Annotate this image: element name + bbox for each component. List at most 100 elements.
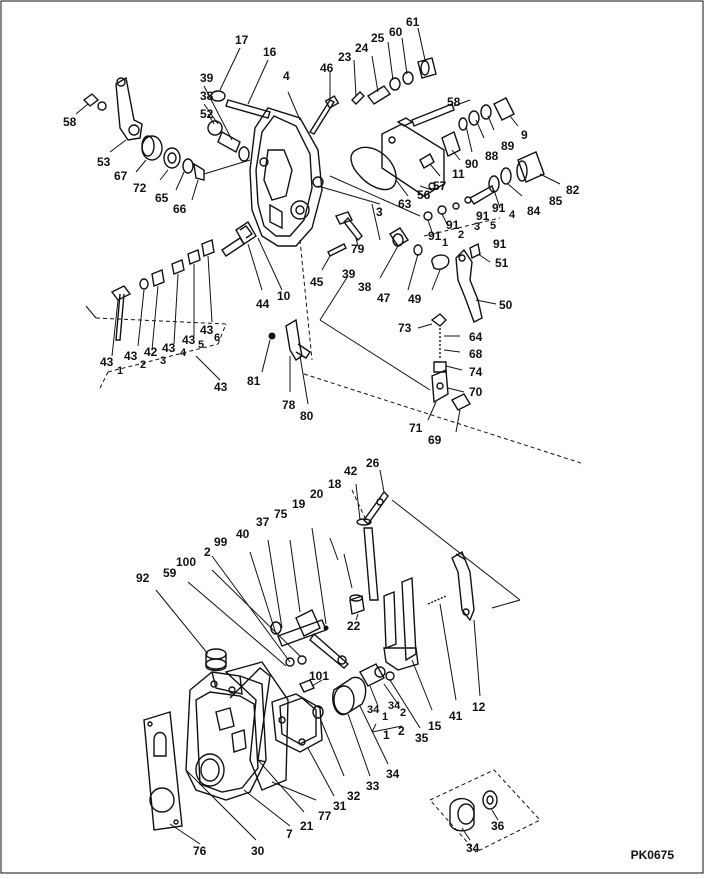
callout-16: 16 [263, 45, 277, 59]
callout-70: 70 [469, 385, 483, 399]
callout-76: 76 [193, 844, 207, 858]
upper-governor-housing [249, 91, 324, 247]
callout-30: 30 [251, 844, 265, 858]
inset-detail-34-36 [429, 769, 541, 853]
callout-42-3: 42 [144, 345, 158, 359]
stud-and-rings-top [308, 27, 437, 135]
callout-24: 24 [355, 41, 369, 55]
callout-19: 19 [292, 497, 306, 511]
callout-47: 47 [377, 291, 391, 305]
callout-82: 82 [566, 183, 580, 197]
callout-51: 51 [495, 256, 509, 270]
callout-39: 39 [200, 71, 214, 85]
callout-63: 63 [398, 197, 412, 211]
right-shaft-parts [419, 97, 519, 177]
callout-2-top: 2 [204, 545, 211, 559]
callout-34-1: 34 [367, 704, 380, 716]
callout-91-c: 91 [446, 218, 460, 232]
callout-77: 77 [318, 809, 332, 823]
assembly-separator [303, 373, 585, 465]
callout-37: 37 [256, 515, 270, 529]
callout-23: 23 [338, 50, 352, 64]
link-assembly-70 [319, 275, 471, 433]
callout-34-inset: 34 [466, 841, 480, 855]
callout-7: 7 [286, 827, 293, 841]
rods-12-15-41 [383, 499, 521, 711]
callout-65: 65 [155, 191, 169, 205]
rod-18-26 [329, 469, 389, 601]
callout-100: 100 [176, 555, 196, 569]
callout-84: 84 [527, 204, 541, 218]
callout-3: 3 [376, 205, 383, 219]
cover-plate-56 [350, 99, 471, 197]
bottom-leaders [185, 759, 305, 841]
drawing-code: PK0675 [630, 848, 674, 862]
callout-74: 74 [469, 365, 483, 379]
callout-89: 89 [501, 139, 515, 153]
callout-sub-3: 3 [474, 221, 480, 233]
gear-and-bushings [135, 135, 251, 201]
callout-43-4: 43 [162, 341, 176, 355]
callout-101: 101 [309, 669, 329, 683]
callout-41: 41 [449, 709, 463, 723]
callout-91-b: 91 [476, 209, 490, 223]
callout-81: 81 [247, 374, 261, 388]
pin-17-16 [210, 47, 271, 119]
callout-42: 42 [344, 464, 358, 478]
shaft-44-10 [221, 221, 283, 291]
bolt-group-43 [85, 239, 227, 389]
bolt-45-parts [321, 203, 423, 291]
callout-21: 21 [300, 819, 314, 833]
callout-35: 35 [415, 731, 429, 745]
callout-90: 90 [465, 157, 479, 171]
callout-43-2-sub: 2 [140, 359, 146, 371]
callout-43: 43 [214, 380, 228, 394]
callout-43-6: 43 [200, 323, 214, 337]
cap-92 [155, 589, 227, 672]
callout-68: 68 [469, 347, 483, 361]
callout-67: 67 [114, 169, 128, 183]
callout-45: 45 [310, 275, 324, 289]
callout-91-a: 91 [492, 201, 506, 215]
callout-42-3-sub: 3 [160, 355, 166, 367]
callout-53: 53 [97, 155, 111, 169]
callout-2-lower: 2 [398, 724, 405, 738]
callout-sub-4: 4 [509, 209, 516, 221]
bushing-22 [349, 594, 365, 621]
lever-50 [431, 242, 497, 323]
callout-43-1-sub: 1 [117, 365, 123, 377]
callout-58-right: 58 [447, 95, 461, 109]
callout-22: 22 [347, 619, 361, 633]
callout-39-b: 39 [342, 267, 356, 281]
callout-11: 11 [452, 167, 465, 181]
callout-56: 56 [417, 188, 431, 202]
callout-44: 44 [256, 297, 270, 311]
callout-34-2: 34 [388, 700, 401, 712]
bushing-82-85-84 [488, 151, 561, 209]
callout-59: 59 [163, 566, 177, 580]
callout-57: 57 [433, 179, 447, 193]
callout-46: 46 [320, 61, 334, 75]
callout-34-2-sub: 2 [400, 707, 406, 719]
callout-25: 25 [371, 31, 385, 45]
callout-34-1-sub: 1 [382, 711, 388, 723]
gasket-77 [224, 661, 317, 801]
callout-43-1: 43 [100, 355, 114, 369]
callout-71: 71 [409, 421, 423, 435]
callout-36: 36 [491, 819, 505, 833]
callout-50: 50 [499, 298, 513, 312]
callout-73: 73 [398, 321, 412, 335]
lever-53 [75, 76, 143, 153]
callout-99: 99 [214, 535, 228, 549]
callout-60: 60 [389, 25, 403, 39]
gasket-76 [143, 711, 201, 845]
callout-sub-5: 5 [490, 220, 496, 232]
callout-sub-1: 1 [442, 237, 448, 249]
callout-64: 64 [469, 330, 483, 344]
callout-sub-2: 2 [458, 229, 464, 241]
callout-1-lower: 1 [383, 728, 390, 742]
callout-43-2: 43 [124, 349, 138, 363]
callout-43-4-sub: 4 [180, 347, 187, 359]
callout-43-6-sub: 6 [214, 332, 220, 344]
